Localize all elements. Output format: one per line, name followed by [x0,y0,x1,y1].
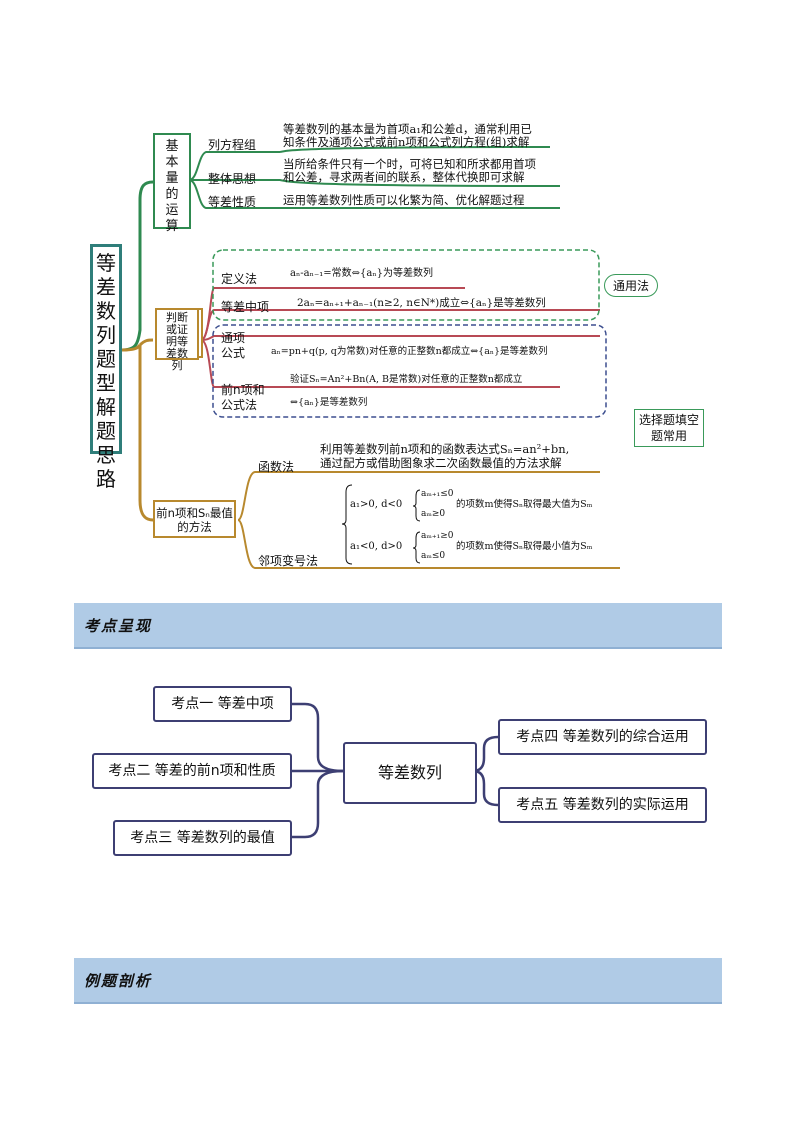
branch-basic-ops: 基本量的运算 [153,133,191,234]
branch-extremum-title: 前n项和Sₙ最值的方法 [156,506,233,534]
kaodian-3: 考点三 等差数列的最值 [113,820,292,856]
kaodian-lines [288,702,499,839]
case1-top: aₘ₊₁≤0 [421,489,454,499]
text-definition: aₙ-aₙ₋₁=常数⇔{aₙ}为等差数列 [290,268,434,279]
case1-bottom: aₘ≥0 [421,509,446,519]
kaodian-1: 考点一 等差中项 [153,686,292,722]
kaodian-5: 考点五 等差数列的实际运用 [498,787,707,823]
kaodian-center: 等差数列 [343,742,477,804]
label-sign-change: 邻项变号法 [258,554,319,568]
text-general-term: aₙ=pn+q(p, q为常数)对任意的正整数n都成立⇔{aₙ}是等差数列 [271,346,548,357]
case1-cond: a₁>0, d<0 [350,499,403,510]
label-function: 函数法 [258,460,295,474]
branch-basic-ops-title: 基本量的运算 [165,139,179,234]
label-property: 等差性质 [208,195,257,209]
root-title: 等差数列题型解题思路 [96,251,116,491]
choice-note: 选择题填空题常用 [634,409,704,447]
text-sum-formula-1: 验证Sₙ=An²+Bn(A, B是常数)对任意的正整数n都成立 [290,374,523,385]
branch-extremum: 前n项和Sₙ最值的方法 [153,500,236,538]
case2-result: 的项数m使得Sₙ取得最小值为Sₘ [456,541,593,552]
mindmap-root: 等差数列题型解题思路 [90,244,122,491]
section-title-examples: 例题剖析 [84,972,153,990]
branch-judge-title: 判断或证明等差数列 [166,311,188,372]
section-bar-kaodian: 考点呈现 [74,603,722,649]
text-sum-formula-2: ⇔{aₙ}是等差数列 [290,397,368,408]
label-definition: 定义法 [221,272,258,286]
section-title-kaodian: 考点呈现 [84,617,153,635]
section-bar-examples: 例题剖析 [74,958,722,1004]
label-equations: 列方程组 [208,138,257,152]
text-property: 运用等差数列性质可以化繁为简、优化解题过程 [283,193,525,207]
mindmap-lines [121,146,620,569]
text-middle: 2aₙ=aₙ₊₁+aₙ₋₁(n≥2, n∈N*)成立⇔{aₙ}是等差数列 [297,297,546,309]
general-method-tag: 通用法 [604,274,659,297]
label-whole: 整体思想 [208,172,257,186]
text-whole-2: 和公差，寻求两者间的联系，整体代换即可求解 [283,170,525,184]
text-equations-2: 知条件及通项公式或前n项和公式列方程(组)求解 [283,135,530,149]
case2-top: aₘ₊₁≥0 [421,531,454,541]
case1-result: 的项数m使得Sₙ取得最大值为Sₘ [456,499,593,510]
mindmap: 等差数列题型解题思路 基本量的运算 列方程组 等差数列的基本量为首项a₁和公差d… [90,122,704,569]
label-sum-formula: 前n项和公式法 [221,383,265,412]
text-function-1: 利用等差数列前n项和的函数表达式Sₙ=an²+bn, [320,442,570,456]
kaodian-4: 考点四 等差数列的综合运用 [498,719,707,755]
case2-cond: a₁<0, d>0 [350,541,403,552]
text-whole-1: 当所给条件只有一个时，可将已知和所求都用首项 [283,157,536,171]
text-function-2: 通过配方或借助图象求二次函数最值的方法求解 [320,456,562,470]
case2-bottom: aₘ≤0 [421,551,446,561]
kaodian-2: 考点二 等差的前n项和性质 [92,753,292,789]
text-equations-1: 等差数列的基本量为首项a₁和公差d，通常利用已 [283,122,532,136]
branch-judge-box: 判断或证明等差数列 [155,308,199,372]
label-general-term: 通项公式 [221,331,246,360]
label-middle: 等差中项 [221,300,270,314]
